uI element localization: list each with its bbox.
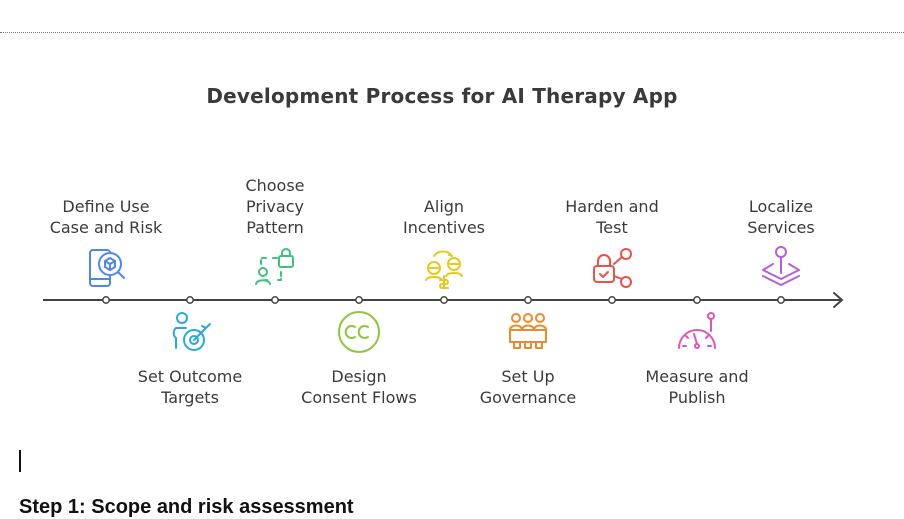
people-exchange-dollar-icon: [420, 244, 468, 292]
step-label: Set Up Governance: [479, 367, 577, 407]
timeline-node: [102, 296, 110, 304]
gauge-icon: [673, 308, 721, 356]
map-pin-layers-icon: [757, 244, 805, 292]
step-label: Align Incentives: [402, 197, 485, 237]
phone-search-cube-icon: [82, 244, 130, 292]
step-label: Define Use Case and Risk: [49, 197, 163, 237]
step-label: Set Outcome Targets: [137, 367, 243, 407]
step-label: Localize Services: [747, 197, 815, 237]
timeline-node: [608, 296, 616, 304]
timeline-node: [693, 296, 701, 304]
step-label: Design Consent Flows: [301, 367, 417, 407]
timeline-node: [524, 296, 532, 304]
page-divider: [0, 32, 904, 33]
timeline-node: [271, 296, 279, 304]
lock-network-icon: [588, 244, 636, 292]
board-meeting-icon: [504, 308, 552, 356]
timeline-arrowhead: [833, 292, 844, 308]
person-target-icon: [166, 308, 214, 356]
timeline-node: [355, 296, 363, 304]
step-label: Choose Privacy Pattern: [245, 176, 305, 237]
step-label: Measure and Publish: [645, 367, 749, 407]
timeline-axis: [43, 292, 844, 308]
step-label: Harden and Test: [565, 197, 659, 237]
text-cursor: [19, 450, 21, 472]
creative-commons-icon: [335, 308, 383, 356]
timeline-node: [440, 296, 448, 304]
user-lock-icon: [251, 244, 299, 292]
timeline-node: [186, 296, 194, 304]
timeline-node: [777, 296, 785, 304]
diagram-title: Development Process for AI Therapy App: [206, 84, 678, 108]
